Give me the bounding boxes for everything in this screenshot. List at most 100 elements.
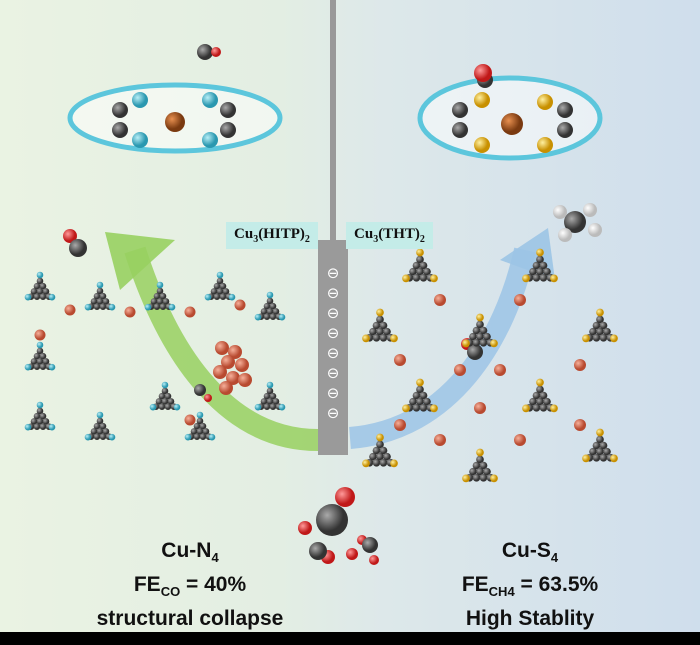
- carbon-atom: [476, 455, 484, 464]
- carbon-atom: [383, 452, 391, 461]
- edge-atom: [390, 334, 398, 343]
- carbon-atom: [596, 435, 604, 444]
- carbon-atom: [532, 261, 541, 270]
- oxygen-atom: [474, 64, 492, 82]
- carbon-atom: [96, 417, 104, 425]
- atom: [132, 132, 148, 148]
- carbon-atom: [316, 504, 348, 536]
- carbon-atom: [416, 397, 424, 406]
- carbon-atom: [419, 403, 428, 412]
- atom: [112, 122, 128, 138]
- carbon-atom: [33, 363, 41, 370]
- carbon-atom: [199, 433, 207, 440]
- edge-atom: [24, 423, 32, 431]
- carbon-atom: [102, 428, 110, 435]
- edge-atom: [228, 293, 236, 301]
- carbon-atom: [190, 428, 198, 435]
- carbon-atom: [39, 282, 47, 290]
- carbon-atom: [564, 211, 586, 233]
- edge-atom: [36, 401, 44, 409]
- carbon-atom: [93, 433, 101, 440]
- carbon-atom: [102, 298, 110, 305]
- carbon-atom: [472, 338, 481, 347]
- carbon-atom: [476, 332, 484, 341]
- edge-atom: [36, 271, 44, 279]
- carbon-atom: [309, 542, 327, 560]
- carbon-atom: [379, 458, 388, 467]
- carbon-atom: [194, 384, 206, 396]
- copper-atom: [184, 414, 196, 426]
- carbon-atom: [155, 398, 163, 405]
- carbon-atom: [96, 428, 104, 435]
- oxygen-atom: [63, 229, 77, 243]
- carbon-atom: [33, 282, 41, 290]
- carbon-atom: [93, 422, 101, 430]
- edge-atom: [48, 423, 56, 431]
- edge-atom: [208, 433, 216, 441]
- atom: [452, 102, 468, 118]
- carbon-atom: [479, 461, 488, 470]
- caption-sub: CH4: [488, 584, 515, 600]
- electrode-wire: [330, 0, 336, 242]
- carbon-atom: [42, 358, 50, 365]
- edge-atom: [254, 313, 262, 321]
- carbon-atom: [416, 255, 424, 264]
- carbon-atom: [423, 397, 431, 406]
- carbon-atom: [42, 288, 50, 295]
- carbon-atom: [213, 293, 221, 300]
- edge-atom: [550, 404, 558, 413]
- edge-atom: [278, 313, 286, 321]
- carbon-atom: [162, 298, 170, 305]
- carbon-atom: [532, 273, 541, 282]
- label-sub: 2: [304, 234, 310, 245]
- carbon-atom: [412, 261, 421, 270]
- edge-atom: [96, 281, 104, 289]
- edge-atom: [462, 339, 470, 348]
- carbon-atom: [39, 352, 47, 360]
- edge-atom: [266, 291, 274, 299]
- carbon-atom: [193, 422, 201, 430]
- carbon-atom: [539, 391, 548, 400]
- carbon-atom: [599, 321, 608, 330]
- atom: [557, 102, 573, 118]
- hydrogen-atom: [558, 228, 572, 242]
- carbon-atom: [93, 292, 101, 300]
- caption-sub: 4: [550, 550, 559, 566]
- carbon-atom: [159, 292, 167, 300]
- carbon-atom: [266, 297, 274, 305]
- carbon-atom: [219, 282, 227, 290]
- copper-cluster-atom: [235, 358, 249, 372]
- copper-atom: [574, 359, 586, 371]
- label-text: (HITP): [258, 226, 305, 242]
- caption-text: FE: [461, 573, 489, 597]
- left-arrow-head: [105, 232, 175, 290]
- carbon-atom: [419, 391, 428, 400]
- cu-s4-label: Cu-S4: [400, 537, 660, 571]
- carbon-atom: [222, 288, 230, 295]
- edge-atom: [24, 293, 32, 301]
- edge-atom: [536, 378, 544, 387]
- carbon-atom: [161, 398, 169, 405]
- copper-atom: [234, 299, 246, 311]
- carbon-atom: [36, 288, 44, 295]
- electron-minus-icon: ⊖: [327, 404, 340, 422]
- copper-cluster-atom: [238, 373, 252, 387]
- edge-atom: [476, 448, 484, 457]
- carbon-atom: [193, 433, 201, 440]
- carbon-atom: [99, 303, 107, 310]
- carbon-atom: [266, 387, 274, 395]
- carbon-atom: [164, 403, 172, 410]
- hydrogen-atom: [553, 205, 567, 219]
- carbon-atom: [33, 412, 41, 420]
- label-text: Cu: [354, 226, 374, 242]
- carbon-atom: [383, 327, 391, 336]
- atom: [220, 122, 236, 138]
- carbon-atom: [419, 273, 428, 282]
- cu-n4-label: Cu-N4: [60, 537, 320, 571]
- copper-atom: [64, 304, 76, 316]
- carbon-atom: [199, 422, 207, 430]
- carbon-atom: [472, 461, 481, 470]
- carbon-atom: [36, 358, 44, 365]
- edge-atom: [596, 428, 604, 437]
- carbon-atom: [263, 302, 271, 310]
